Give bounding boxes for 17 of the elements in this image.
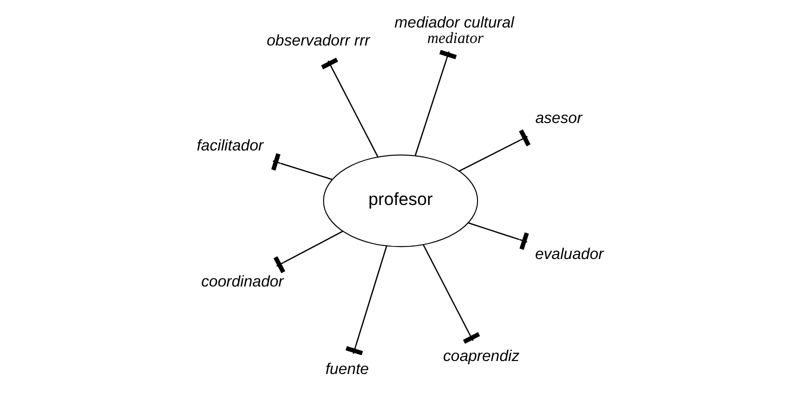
connector: [414, 50, 457, 156]
node-text: evaluador: [535, 246, 604, 263]
node-text: facilitador: [196, 138, 264, 155]
connector: [271, 153, 332, 180]
node-text: fuente: [325, 361, 369, 378]
connector: [346, 246, 388, 356]
connector: [458, 129, 530, 172]
node-text: mediador cultural mediator: [394, 14, 514, 48]
connector: [422, 244, 480, 344]
node-text: asesor: [535, 110, 582, 128]
node-text: observadorr rrr: [266, 32, 370, 50]
connector: [468, 222, 529, 250]
connector: [274, 230, 344, 274]
node-ellipse: profesor: [323, 154, 478, 248]
connector: [321, 58, 378, 158]
node-text: coaprendiz: [443, 348, 520, 366]
node-text: coordinador: [201, 274, 284, 291]
